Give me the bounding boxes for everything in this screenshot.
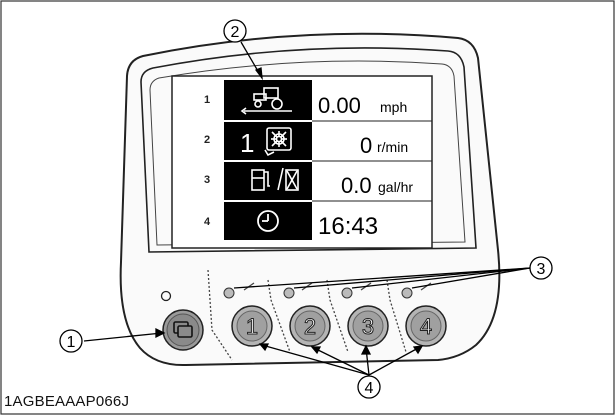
pto-value: 0 xyxy=(360,133,372,158)
led-1 xyxy=(223,287,235,299)
button-label: 4 xyxy=(420,314,432,339)
callout-3: 3 xyxy=(529,256,553,280)
indicator-light xyxy=(160,290,172,302)
fuel-unit: gal/hr xyxy=(378,179,413,195)
display-mode-button[interactable] xyxy=(162,309,204,351)
row-number: 1 xyxy=(204,94,210,106)
callout-4: 4 xyxy=(357,375,381,399)
pto-unit: r/min xyxy=(377,139,408,155)
screen-bezel-inner xyxy=(149,60,466,246)
display-mode-icon xyxy=(173,321,193,338)
clock-value: 16:43 xyxy=(318,213,378,240)
function-button-4[interactable]: 4 xyxy=(405,305,447,347)
svg-text:4: 4 xyxy=(365,380,374,397)
svg-text:2: 2 xyxy=(231,24,240,41)
callout-2: 2 xyxy=(223,19,247,43)
figure-code: 1AGBEAAAP066J xyxy=(4,393,130,410)
function-button-1[interactable]: 1 xyxy=(231,305,273,347)
row-number: 2 xyxy=(204,134,210,146)
speed-value: 0.00 xyxy=(318,93,361,118)
button-label: 2 xyxy=(304,314,316,339)
tractor-speed-icon xyxy=(240,87,292,115)
fuel-value: 0.0 xyxy=(341,173,372,198)
pto-number: 1 xyxy=(240,128,254,158)
function-button-3[interactable]: 3 xyxy=(347,305,389,347)
clock-icon xyxy=(257,210,279,232)
button-label: 1 xyxy=(246,314,258,339)
row-number: 4 xyxy=(204,216,211,228)
led-2 xyxy=(283,287,295,299)
row-number: 3 xyxy=(204,174,210,186)
function-button-2[interactable]: 2 xyxy=(289,305,331,347)
screen-bezel-outer xyxy=(140,47,477,253)
svg-text:3: 3 xyxy=(537,261,546,278)
led-3 xyxy=(341,287,353,299)
speed-unit: mph xyxy=(380,99,407,115)
button-label: 3 xyxy=(362,314,374,339)
pto-speed-icon xyxy=(264,127,292,157)
fuel-consumption-icon xyxy=(251,167,299,191)
led-4 xyxy=(401,287,413,299)
callout-1: 1 xyxy=(59,329,83,353)
svg-text:1: 1 xyxy=(67,334,76,351)
